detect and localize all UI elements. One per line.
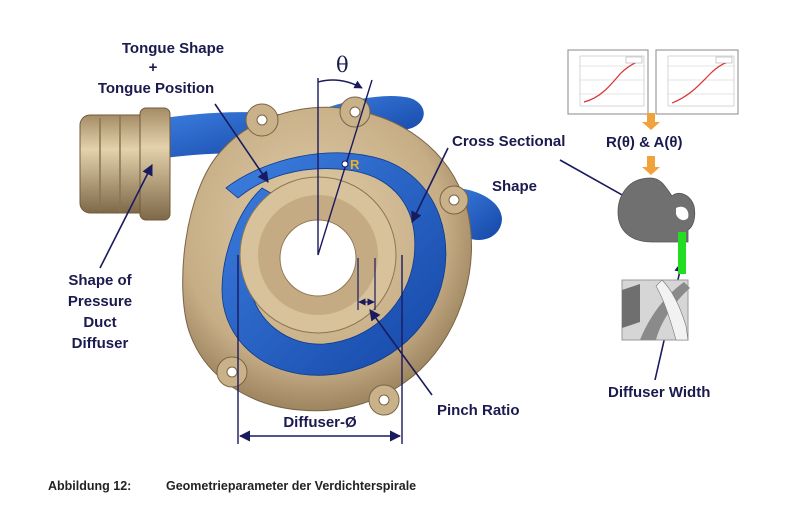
caption-number: Abbildung 12: (48, 479, 132, 493)
pressure-duct-collar (139, 107, 171, 221)
plot-left-legend (625, 56, 643, 64)
area-radius-plots (567, 49, 739, 175)
bolt-hole-5 (378, 394, 390, 406)
impeller-shroud (655, 279, 689, 341)
impeller-blade (640, 282, 690, 340)
plot-to-section-arrow-shaft (647, 113, 655, 123)
label-to-section-arrowhead (642, 167, 660, 175)
label-plus: + (148, 59, 158, 76)
diffuser-diameter-dimension (237, 255, 403, 444)
pressure-duct-leader (99, 164, 153, 269)
cross-section-profile (617, 177, 696, 243)
label-shape: Shape (492, 178, 538, 195)
label-pressure-duct-1: Shape of (68, 272, 132, 289)
plot-to-section-arrowhead (642, 122, 660, 130)
bolt-hole-2 (349, 106, 361, 118)
caption-text: Geometrieparameter der Verdichterspirale (166, 479, 417, 493)
theta-construction (317, 78, 373, 256)
label-pressure-duct-4: Diffuser (71, 335, 129, 352)
cross-section-leader (411, 147, 449, 224)
label-tongue-shape: Tongue Shape (121, 40, 225, 57)
tongue-leader (214, 103, 269, 183)
label-pressure-duct-3: Duct (83, 314, 117, 331)
theta-arc (317, 79, 363, 89)
pinch-ratio-dimension (357, 258, 376, 310)
impeller-hub (622, 284, 640, 328)
cross-section-shape (617, 177, 696, 274)
label-diffuser-diameter: Diffuser-Ø (283, 414, 357, 431)
bolt-hole-4 (226, 366, 238, 378)
bolt-hole-3 (448, 194, 460, 206)
label-diffuser-width: Diffuser Width (608, 384, 711, 401)
pinch-ratio-leader (369, 309, 433, 396)
r-point (341, 160, 349, 168)
figure-caption: Abbildung 12: Geometrieparameter der Verd… (48, 479, 416, 493)
volute-render (79, 96, 502, 416)
label-tongue-position: Tongue Position (97, 80, 215, 97)
cross-section-tongue-notch (676, 206, 689, 221)
label-pressure-duct-2: Pressure (67, 293, 133, 310)
label-theta: θ (336, 53, 349, 77)
bolt-hole-1 (256, 114, 268, 126)
label-to-section-arrow-shaft (647, 156, 655, 168)
diffuser-width-bar (678, 232, 686, 274)
label-pinch-ratio: Pinch Ratio (437, 402, 520, 419)
impeller-render (621, 279, 690, 341)
label-r: R (350, 157, 360, 172)
plot-right-legend (715, 56, 733, 64)
label-cross-sectional: Cross Sectional (452, 133, 566, 150)
label-r-a-theta: R(θ) & A(θ) (606, 134, 683, 151)
volute-spiral-channel (221, 152, 447, 376)
